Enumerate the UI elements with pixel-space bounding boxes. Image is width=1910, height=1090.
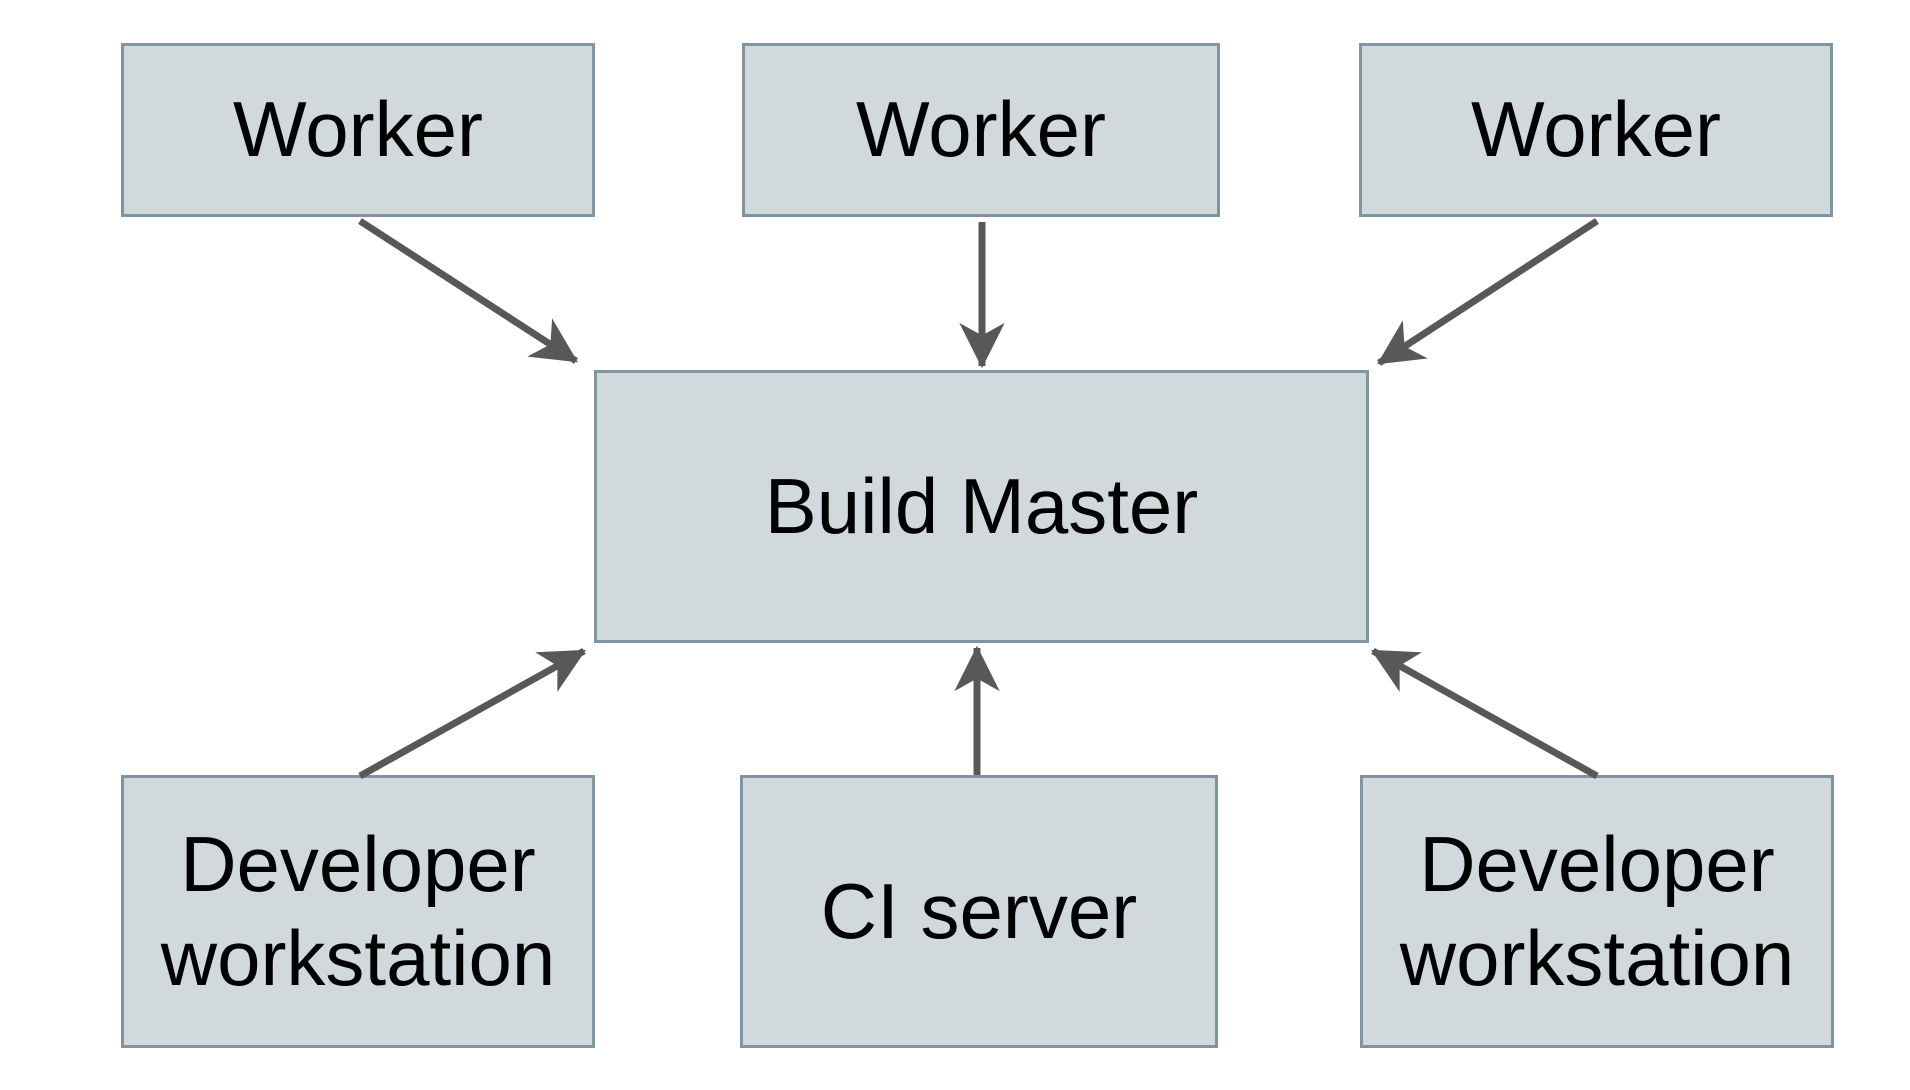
node-worker-left: Worker	[121, 43, 595, 217]
node-build-master: Build Master	[594, 370, 1369, 643]
node-worker-center: Worker	[742, 43, 1220, 217]
node-worker-center-label: Worker	[856, 85, 1106, 174]
edge-worker-left-to-build-master	[358, 218, 578, 364]
node-developer-workstation-left-label: Developer workstation	[160, 819, 556, 1002]
node-ci-server-label: CI server	[820, 866, 1138, 955]
node-developer-workstation-left: Developer workstation	[121, 775, 595, 1048]
node-developer-workstation-right: Developer workstation	[1360, 775, 1834, 1048]
edge-worker-right-to-build-master	[1377, 218, 1599, 366]
node-worker-right: Worker	[1359, 43, 1833, 217]
node-worker-left-label: Worker	[233, 85, 483, 174]
node-developer-workstation-right-label: Developer workstation	[1399, 819, 1795, 1002]
node-worker-right-label: Worker	[1471, 85, 1721, 174]
edge-dev-workstation-left-to-build-master	[358, 647, 586, 780]
node-ci-server: CI server	[740, 775, 1218, 1048]
edge-dev-workstation-right-to-build-master	[1371, 647, 1599, 780]
node-build-master-label: Build Master	[764, 461, 1199, 550]
